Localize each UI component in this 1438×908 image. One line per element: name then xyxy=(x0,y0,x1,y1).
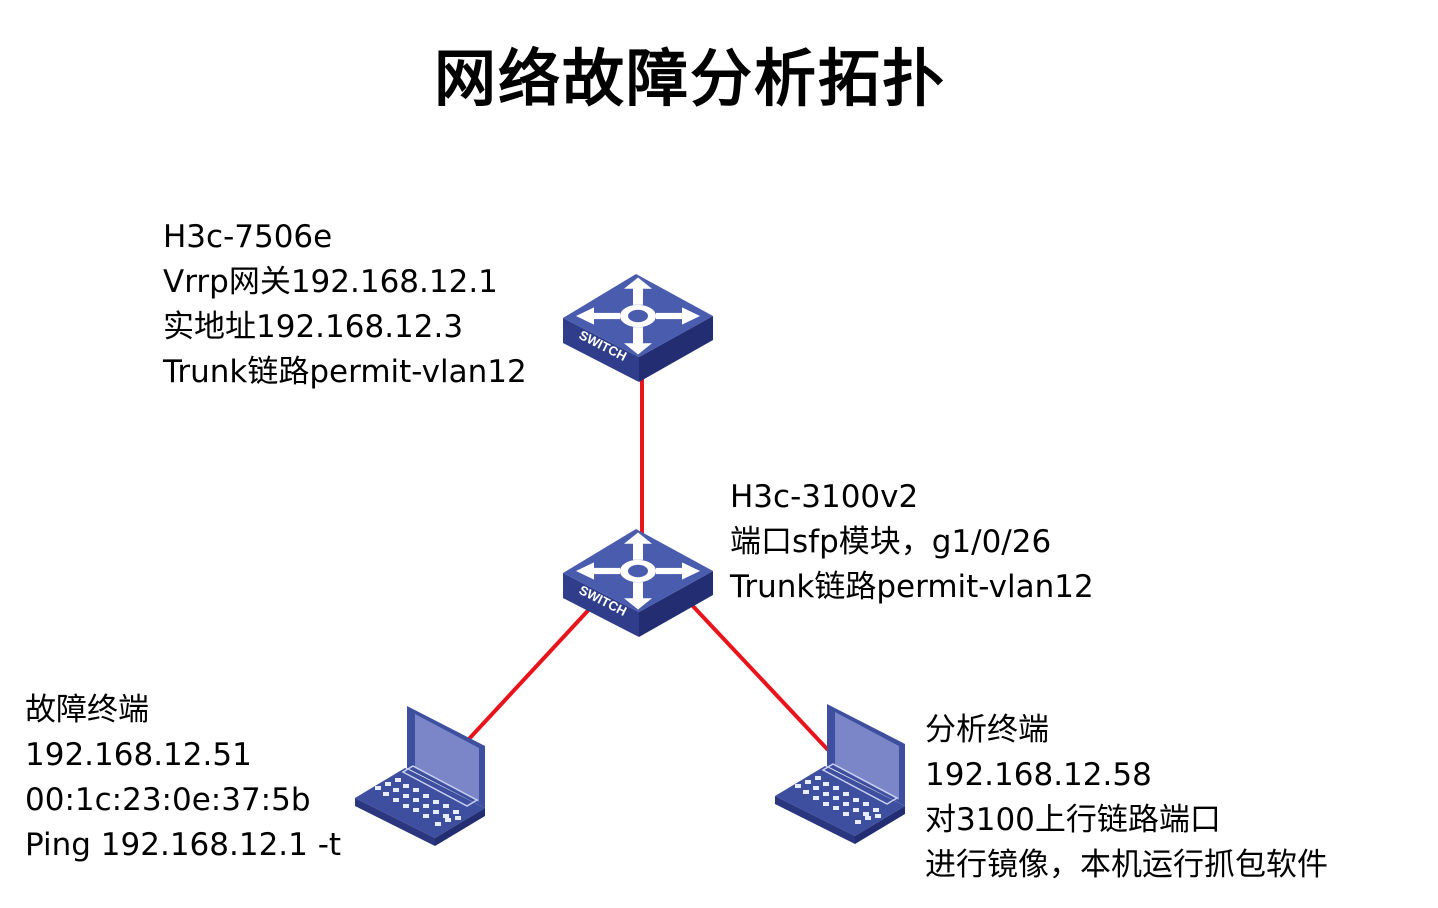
label-line: 故障终端 xyxy=(25,692,149,728)
analysis-terminal-label: 分析终端 192.168.12.58 对3100上行链路端口 进行镜像，本机运行… xyxy=(925,708,1328,888)
label-line: 进行镜像，本机运行抓包软件 xyxy=(925,847,1328,883)
diagram-title: 网络故障分析拓扑 xyxy=(433,42,946,115)
link-access-to-fault-terminal xyxy=(466,601,597,742)
label-line: Trunk链路permit-vlan12 xyxy=(163,354,527,390)
label-line: 端口sfp模块，g1/0/26 xyxy=(730,524,1052,560)
label-line: 实地址192.168.12.3 xyxy=(163,309,464,345)
label-line: H3c-7506e xyxy=(163,219,333,255)
label-line: 对3100上行链路端口 xyxy=(925,802,1221,838)
label-line: 192.168.12.58 xyxy=(925,757,1152,793)
label-line: H3c-3100v2 xyxy=(730,479,919,515)
label-line: Vrrp网关192.168.12.1 xyxy=(163,264,498,300)
label-line: Ping 192.168.12.1 -t xyxy=(25,827,342,863)
fault-terminal-label: 故障终端 192.168.12.51 00:1c:23:0e:37:5b Pin… xyxy=(25,688,341,868)
label-line: 00:1c:23:0e:37:5b xyxy=(25,782,311,818)
link-access-to-analysis-terminal xyxy=(688,601,830,752)
access-switch[interactable]: SWITCH xyxy=(563,529,713,637)
access-switch-label: H3c-3100v2 端口sfp模块，g1/0/26 Trunk链路permit… xyxy=(730,475,1094,610)
analysis-terminal-laptop-icon[interactable] xyxy=(774,703,906,845)
core-switch-label: H3c-7506e Vrrp网关192.168.12.1 实地址192.168.… xyxy=(163,215,527,395)
label-line: Trunk链路permit-vlan12 xyxy=(730,569,1094,605)
label-line: 分析终端 xyxy=(925,712,1049,748)
fault-terminal-laptop-icon[interactable] xyxy=(354,705,486,847)
label-line: 192.168.12.51 xyxy=(25,737,252,773)
core-switch[interactable]: SWITCH xyxy=(563,274,713,382)
